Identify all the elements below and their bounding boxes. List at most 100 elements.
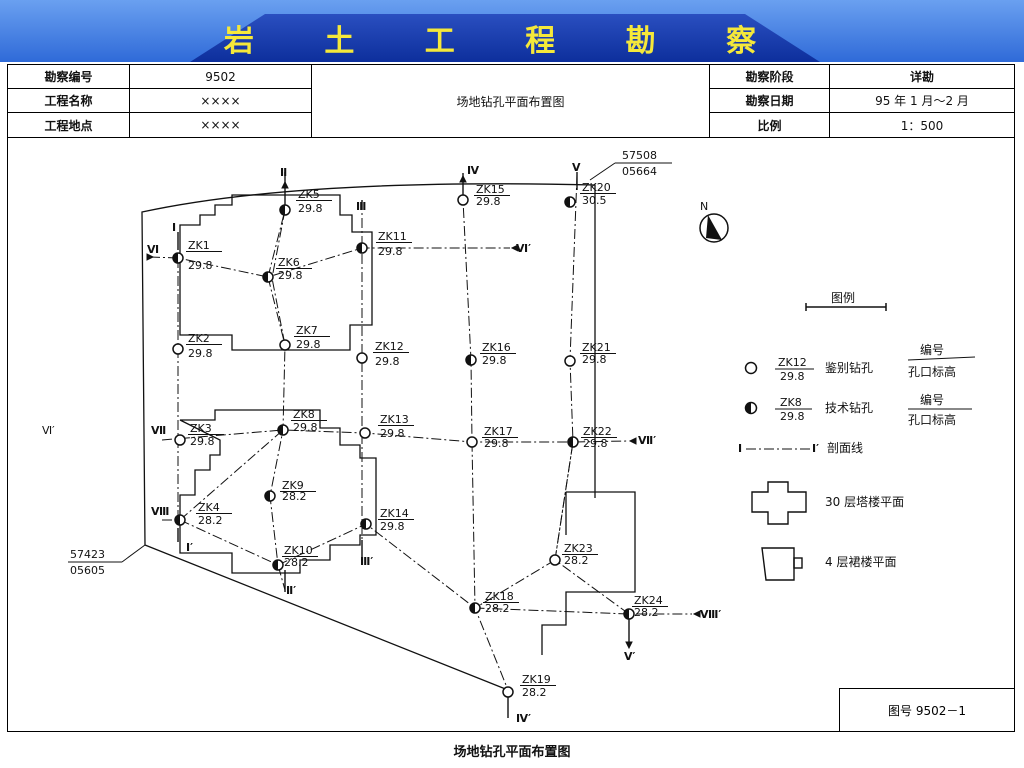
borehole-elevation: 28.2 — [564, 554, 589, 567]
section-label: Ⅶ — [151, 424, 166, 437]
borehole-elevation: 29.8 — [582, 353, 607, 366]
building-outline-upper — [179, 194, 373, 351]
borehole-id: ZK11 — [378, 230, 407, 243]
legend-tech-bottom: 孔口标高 — [908, 412, 956, 427]
site-boundary — [141, 183, 596, 691]
coord-bottom-left-a: 57423 — [70, 548, 105, 561]
borehole-elevation: 29.8 — [583, 437, 608, 450]
borehole-zk11: ZK11 29.8 — [356, 230, 412, 258]
borehole-elevation: 29.8 — [484, 437, 509, 450]
borehole-id: ZK7 — [296, 324, 318, 337]
podium-plan-icon — [761, 547, 803, 581]
borehole-elevation: 28.2 — [485, 602, 510, 615]
legend-ident-bottom: 孔口标高 — [908, 364, 956, 379]
ident-borehole-icon — [564, 355, 576, 367]
tech-borehole-half-fill — [568, 437, 573, 447]
section-label: Ⅳ — [467, 164, 480, 177]
borehole-elevation: 29.8 — [375, 355, 400, 368]
tech-borehole-half-fill — [357, 243, 362, 253]
borehole-elevation: 29.8 — [378, 245, 403, 258]
banner — [0, 0, 1024, 62]
section-label: Ⅰ — [172, 221, 176, 234]
borehole-id: ZK15 — [476, 183, 505, 196]
section-label: Ⅷ — [151, 505, 169, 518]
section-label: Ⅴ — [572, 161, 581, 174]
borehole-elevation: 29.8 — [293, 421, 318, 434]
borehole-elevation: 28.2 — [634, 606, 659, 619]
ident-borehole-icon — [502, 686, 514, 698]
borehole-id: ZK2 — [188, 332, 210, 345]
tech-borehole-half-fill — [361, 519, 366, 529]
page-caption: 场地钻孔平面布置图 — [453, 745, 571, 760]
borehole-id: ZK1 — [188, 239, 210, 252]
ident-borehole-icon — [174, 434, 186, 446]
legend-tower-label: 30 层塔楼平面 — [825, 494, 904, 509]
legend-tech-top: 编号 — [920, 392, 944, 407]
building-outline-right — [541, 491, 636, 655]
section-label: Ⅰ′ — [186, 541, 193, 554]
legend-ident-icon — [744, 361, 758, 375]
ident-borehole-icon — [466, 436, 478, 448]
borehole-id: ZK8 — [293, 408, 315, 421]
borehole-elevation: 29.8 — [476, 195, 501, 208]
borehole-id: ZK18 — [485, 590, 514, 603]
tech-borehole-half-fill — [624, 609, 629, 619]
legend-tech-elev: 29.8 — [780, 410, 805, 423]
borehole-elevation: 29.8 — [278, 269, 303, 282]
borehole-id: ZK16 — [482, 341, 511, 354]
drawing-number: 图号 9502－1 — [839, 688, 1015, 732]
borehole-id: ZK4 — [198, 501, 220, 514]
borehole-id: ZK12 — [375, 340, 404, 353]
borehole-elevation: 28.2 — [522, 686, 547, 699]
section-label: Ⅲ′ — [360, 555, 373, 568]
borehole-id: ZK17 — [484, 425, 513, 438]
borehole-elevation: 29.8 — [296, 338, 321, 351]
borehole-id: ZK23 — [564, 542, 593, 555]
ident-borehole-icon — [279, 339, 291, 351]
borehole-elevation: 29.8 — [380, 520, 405, 533]
section-label: Ⅲ — [356, 200, 366, 213]
borehole-elevation: 29.8 — [380, 427, 405, 440]
borehole-id: ZK22 — [583, 425, 612, 438]
section-label: Ⅱ — [280, 166, 287, 179]
borehole-elevation: 29.8 — [482, 354, 507, 367]
section-label: Ⅵ′ — [42, 424, 55, 437]
borehole-id: ZK5 — [298, 188, 320, 201]
ident-borehole-icon — [457, 194, 469, 206]
borehole-elevation: 29.8 — [188, 259, 213, 272]
borehole-elevation: 29.8 — [190, 435, 215, 448]
section-label: Ⅵ — [147, 243, 159, 256]
legend-ident-top: 编号 — [920, 342, 944, 357]
section-label: Ⅵ′ — [516, 242, 531, 255]
section-label: Ⅳ′ — [516, 712, 531, 725]
borehole-id: ZK13 — [380, 413, 409, 426]
borehole-id: ZK3 — [190, 422, 212, 435]
coord-top-right-a: 57508 — [622, 149, 657, 162]
tech-borehole-half-fill — [470, 603, 475, 613]
legend-section-left: Ⅰ — [738, 442, 742, 455]
coord-bottom-left-b: 05605 — [70, 564, 105, 577]
borehole-id: ZK10 — [284, 544, 313, 557]
legend-title: 图例 — [831, 291, 855, 305]
legend-section-right: Ⅰ′ — [812, 442, 819, 455]
legend-tech-id: ZK8 — [780, 396, 802, 409]
tower-plan-icon — [751, 481, 807, 525]
header-value-5: 1：500 — [829, 112, 1015, 138]
legend-ident-id: ZK12 — [778, 356, 807, 369]
borehole-id: ZK24 — [634, 594, 663, 607]
